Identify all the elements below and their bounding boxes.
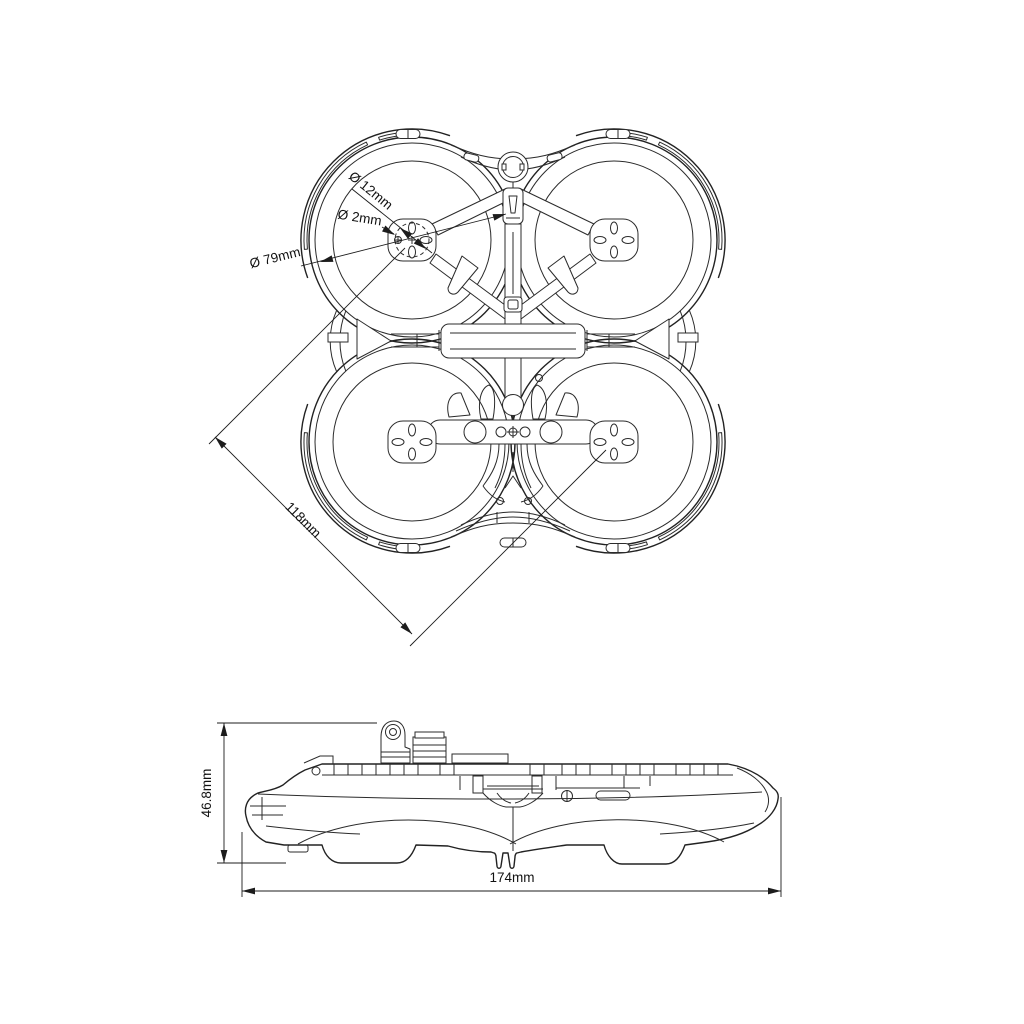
top-view: Ø 12mm Ø 2mm Ø 79mm 118mm — [208, 128, 726, 647]
frame-plate — [427, 187, 599, 503]
camera-lens — [385, 724, 401, 740]
stack-block — [412, 736, 447, 764]
side-view: 46.8mm 174mm — [199, 720, 782, 897]
motor-mount-front-right — [589, 218, 639, 262]
motor-mount-rear-left — [387, 420, 437, 464]
ball-joint — [502, 394, 524, 416]
dimension-height-46-8mm: 46.8mm — [199, 722, 377, 864]
label-screw-hole: Ø 2mm — [337, 207, 383, 229]
mount-circle-12mm — [394, 222, 430, 258]
dimension-screw-hole-2mm: Ø 2mm — [337, 207, 397, 238]
antenna-holder — [502, 187, 524, 225]
side-silhouette — [244, 763, 779, 869]
usb-port — [503, 296, 523, 313]
duct-junction-right — [586, 309, 699, 373]
motor-mount-front-left — [387, 218, 437, 262]
duct-junction-rear — [450, 497, 576, 548]
duct-junction-left — [327, 309, 440, 373]
label-wheelbase: 118mm — [282, 499, 324, 541]
label-body-length: 174mm — [489, 870, 534, 885]
dimension-length-174mm: 174mm — [241, 797, 782, 897]
motor-mount-rear-right — [589, 420, 639, 464]
motor-mounts — [387, 218, 639, 464]
mid-plate — [440, 323, 586, 359]
label-duct-diameter: Ø 79mm — [248, 244, 302, 271]
side-details — [250, 720, 769, 853]
duct-junction-front — [450, 144, 576, 190]
label-body-height: 46.8mm — [199, 769, 214, 818]
